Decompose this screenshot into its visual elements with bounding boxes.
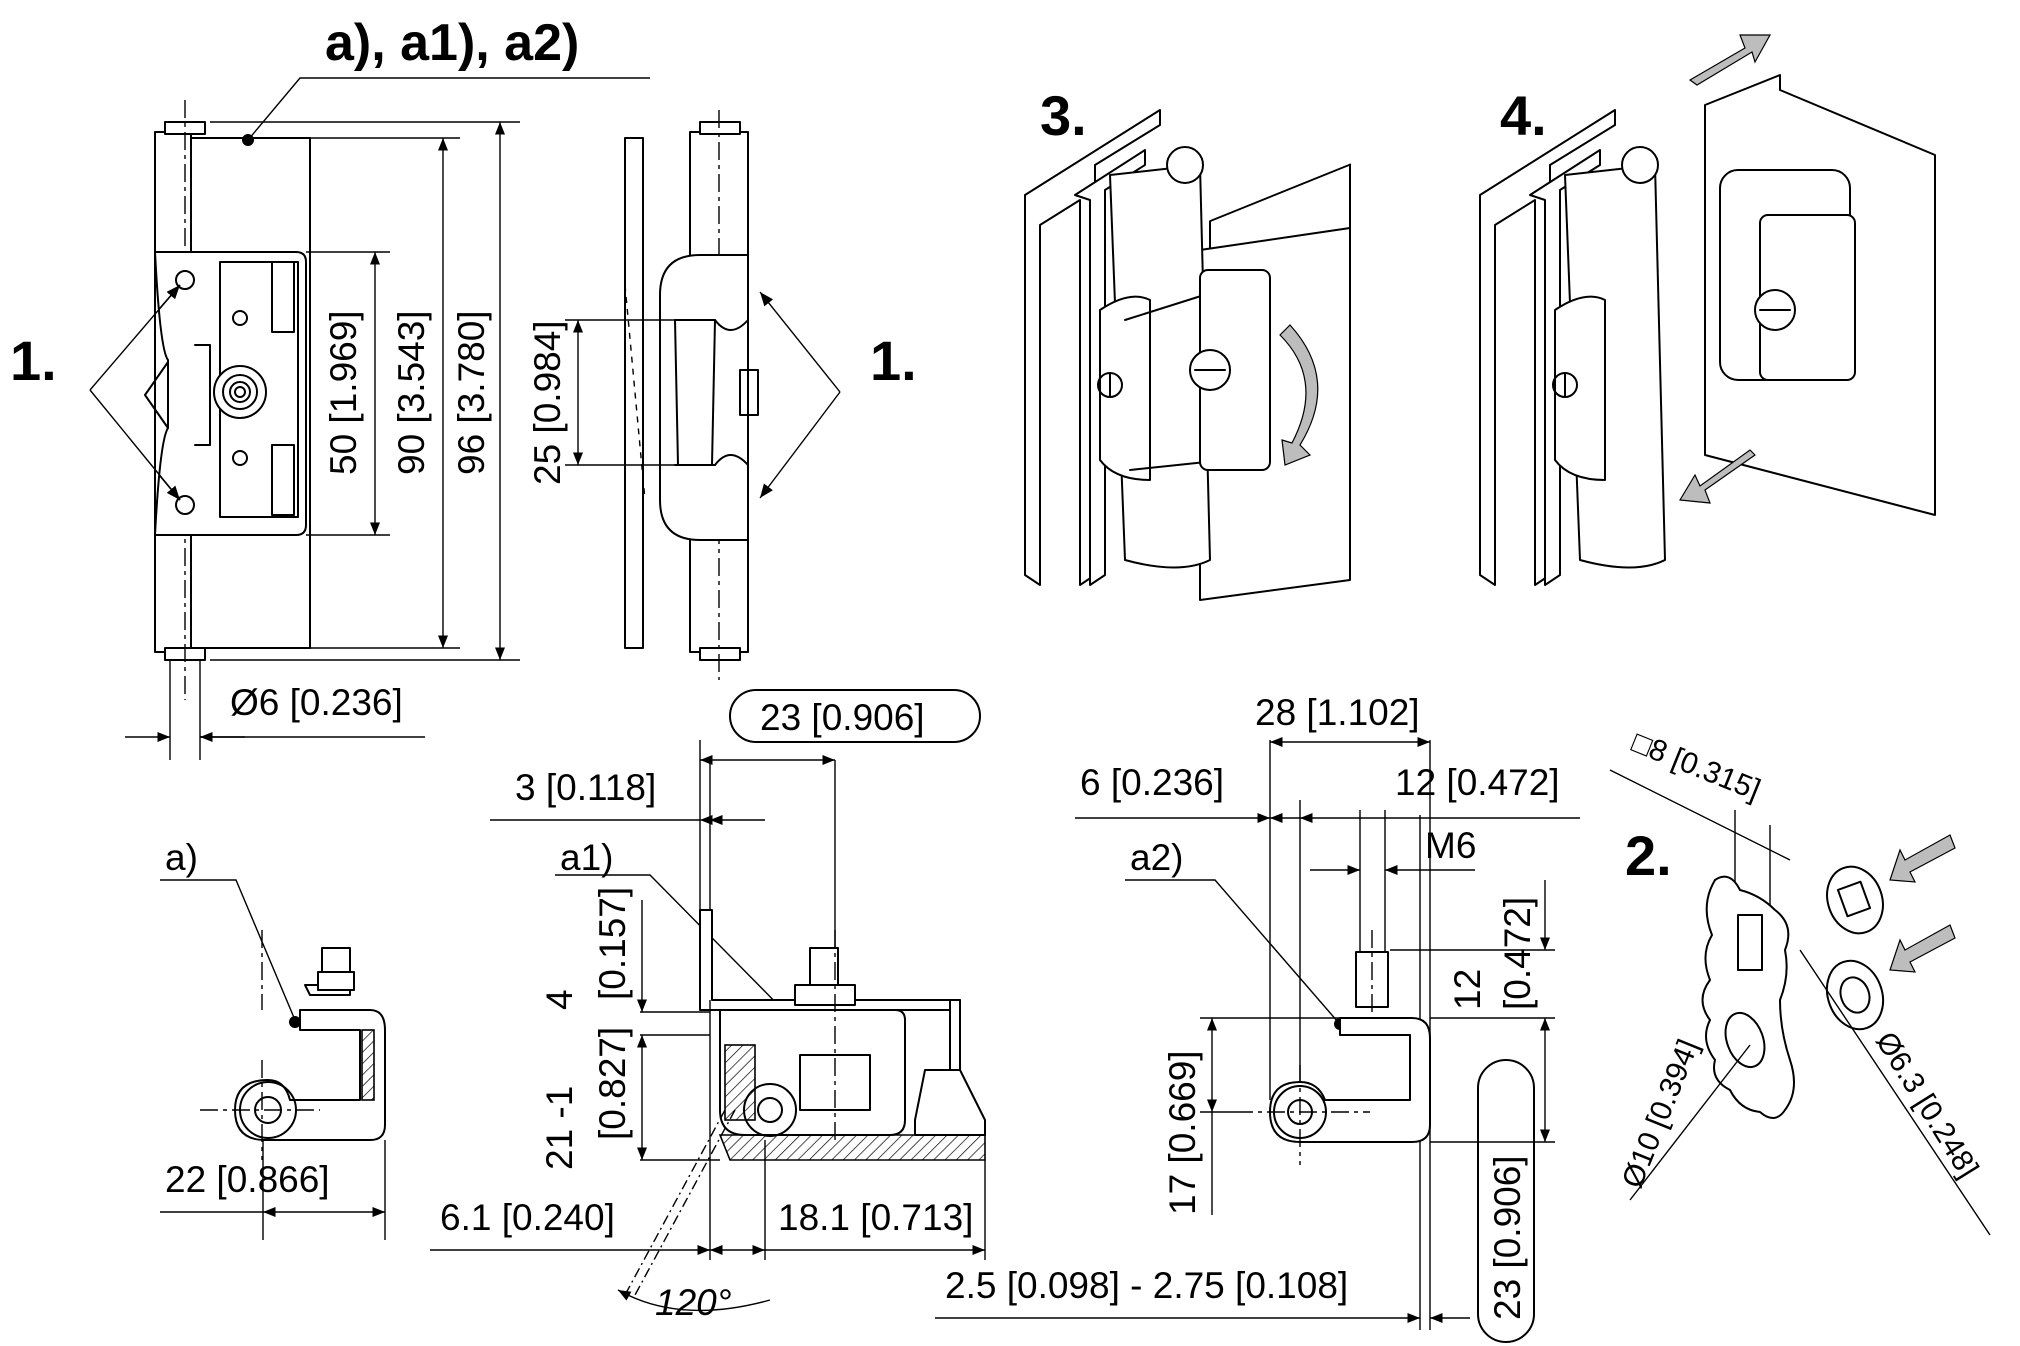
section-a2: 28 [1.102] 6 [0.236] 12 [0.472] M6 a2) 1… xyxy=(935,692,1580,1343)
dim-4-in: [0.157] xyxy=(592,887,633,1000)
ref-a-label: a) xyxy=(165,837,198,878)
dim-angle: 120° xyxy=(655,1282,732,1323)
dim-23-top: 23 [0.906] xyxy=(760,697,925,738)
dim-dia10: Ø10 [0.394] xyxy=(1616,1035,1705,1193)
front-view: a), a1), a2) 50 xyxy=(10,14,650,760)
dim-12-in: [0.472] xyxy=(1497,897,1538,1010)
section-a: a) 22 [0.866] xyxy=(160,837,386,1240)
dim-6-1: 6.1 [0.240] xyxy=(440,1197,615,1238)
dim-12: 12 xyxy=(1447,969,1488,1010)
ref-a1-label: a1) xyxy=(560,837,613,878)
dim-17: 17 [0.669] xyxy=(1162,1050,1203,1215)
dim-96: 96 [3.780] xyxy=(451,310,492,475)
side-view: 25 [0.984] 1. xyxy=(527,110,917,680)
dim-50: 50 [1.969] xyxy=(323,310,364,475)
dim-12-top: 12 [0.472] xyxy=(1395,762,1560,803)
dim-6: 6 [0.236] xyxy=(1080,762,1224,803)
dim-3: 3 [0.118] xyxy=(515,767,656,808)
dim-22: 22 [0.866] xyxy=(165,1159,330,1200)
dim-21-in: [0.827] xyxy=(592,1027,633,1140)
step4-label: 4. xyxy=(1500,84,1547,147)
detail-2: 2. □8 [0.315] Ø10 [0.394] Ø6.3 [0.248] xyxy=(1609,726,1991,1236)
dim-4: 4 xyxy=(539,989,580,1010)
title-refs-label: a), a1), a2) xyxy=(325,14,579,72)
dim-18-1: 18.1 [0.713] xyxy=(778,1197,973,1238)
step1-right-label: 1. xyxy=(870,329,917,392)
dim-2-5: 2.5 [0.098] - 2.75 [0.108] xyxy=(945,1265,1348,1306)
dim-21: 21 -1 xyxy=(539,1086,580,1170)
label-m6: M6 xyxy=(1425,825,1476,866)
dim-dia6-3: Ø6.3 [0.248] xyxy=(1869,1026,1984,1184)
section-a1: 23 [0.906] 3 [0.118] a1) 6.1 [0.240] 18.… xyxy=(430,689,986,1323)
step1-left-label: 1. xyxy=(10,329,57,392)
dim-23-side: 23 [0.906] xyxy=(1487,1155,1528,1320)
iso-view-3: 3. xyxy=(1024,84,1351,601)
iso-view-4: 4. xyxy=(1479,34,1936,586)
dim-sq8: □8 [0.315] xyxy=(1627,726,1764,807)
dim-28: 28 [1.102] xyxy=(1255,692,1420,733)
step2-label: 2. xyxy=(1625,824,1672,887)
dim-90: 90 [3.543] xyxy=(391,310,432,475)
dim-25: 25 [0.984] xyxy=(527,320,568,485)
step3-label: 3. xyxy=(1040,84,1087,147)
dim-dia6: Ø6 [0.236] xyxy=(230,682,403,723)
ref-a2-label: a2) xyxy=(1130,837,1183,878)
